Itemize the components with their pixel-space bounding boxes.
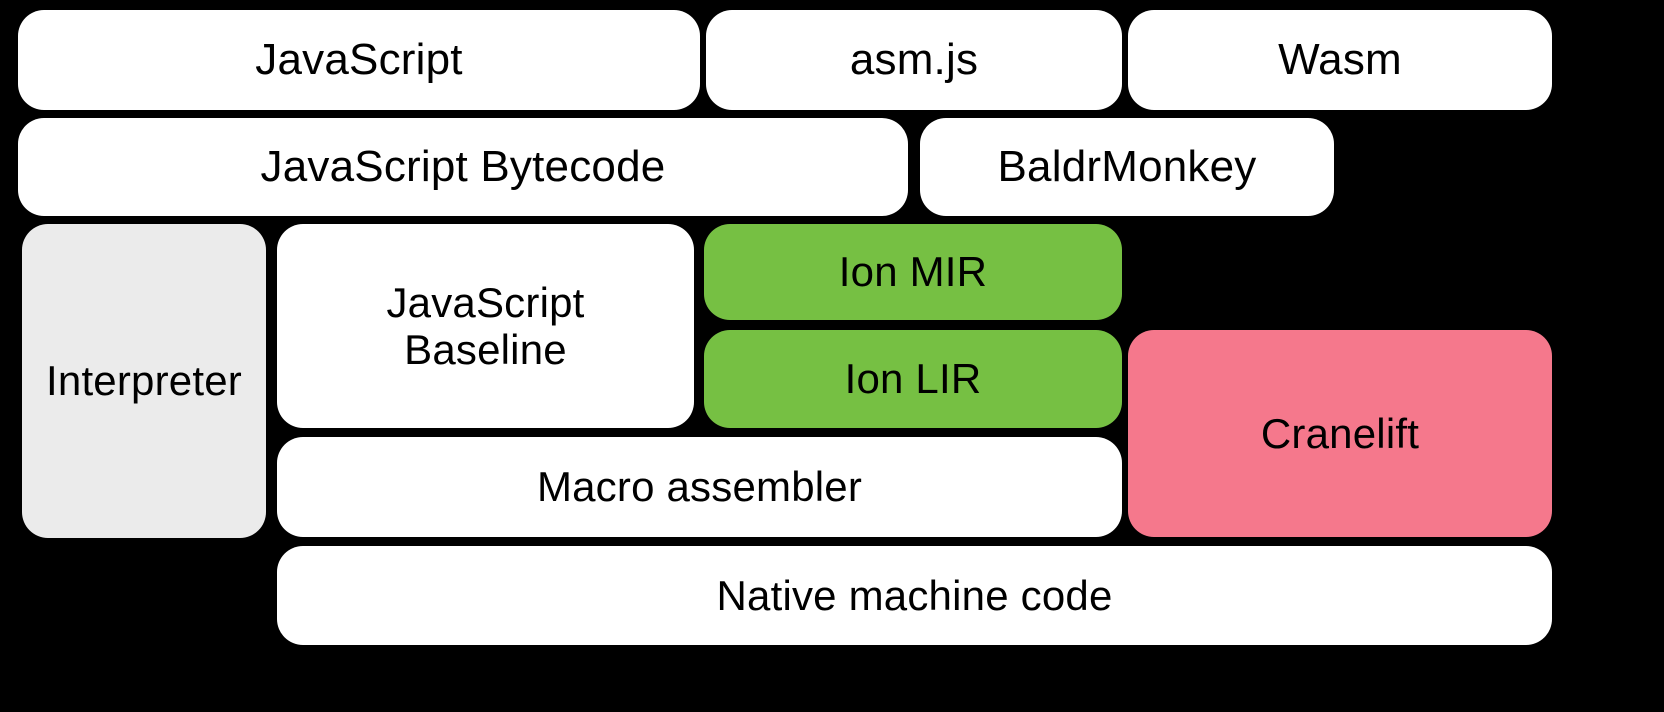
node-label-asm-js: asm.js xyxy=(849,35,979,85)
node-label-macro-assembler: Macro assembler xyxy=(536,463,863,511)
node-macro-assembler[interactable]: Macro assembler xyxy=(277,437,1122,537)
node-ion-lir[interactable]: Ion LIR xyxy=(704,330,1122,428)
node-javascript-bytecode[interactable]: JavaScript Bytecode xyxy=(18,118,908,216)
node-interpreter[interactable]: Interpreter xyxy=(22,224,266,538)
node-label-ion-mir: Ion MIR xyxy=(838,248,988,296)
node-label-baldrmonkey: BaldrMonkey xyxy=(997,142,1257,192)
node-label-cranelift: Cranelift xyxy=(1260,409,1420,457)
node-label-javascript-baseline: JavaScript Baseline xyxy=(386,278,585,373)
node-javascript[interactable]: JavaScript xyxy=(18,10,700,110)
node-label-javascript: JavaScript xyxy=(255,35,463,85)
node-label-native-machine-code: Native machine code xyxy=(716,571,1113,619)
node-label-wasm: Wasm xyxy=(1278,35,1402,85)
node-cranelift[interactable]: Cranelift xyxy=(1128,330,1552,537)
node-label-javascript-bytecode: JavaScript Bytecode xyxy=(260,142,666,192)
node-native-machine-code[interactable]: Native machine code xyxy=(277,546,1552,645)
node-label-ion-lir: Ion LIR xyxy=(844,355,982,403)
node-label-interpreter: Interpreter xyxy=(46,357,242,405)
node-baldrmonkey[interactable]: BaldrMonkey xyxy=(920,118,1334,216)
node-wasm[interactable]: Wasm xyxy=(1128,10,1552,110)
node-ion-mir[interactable]: Ion MIR xyxy=(704,224,1122,320)
node-asm-js[interactable]: asm.js xyxy=(706,10,1122,110)
node-javascript-baseline[interactable]: JavaScript Baseline xyxy=(277,224,694,428)
